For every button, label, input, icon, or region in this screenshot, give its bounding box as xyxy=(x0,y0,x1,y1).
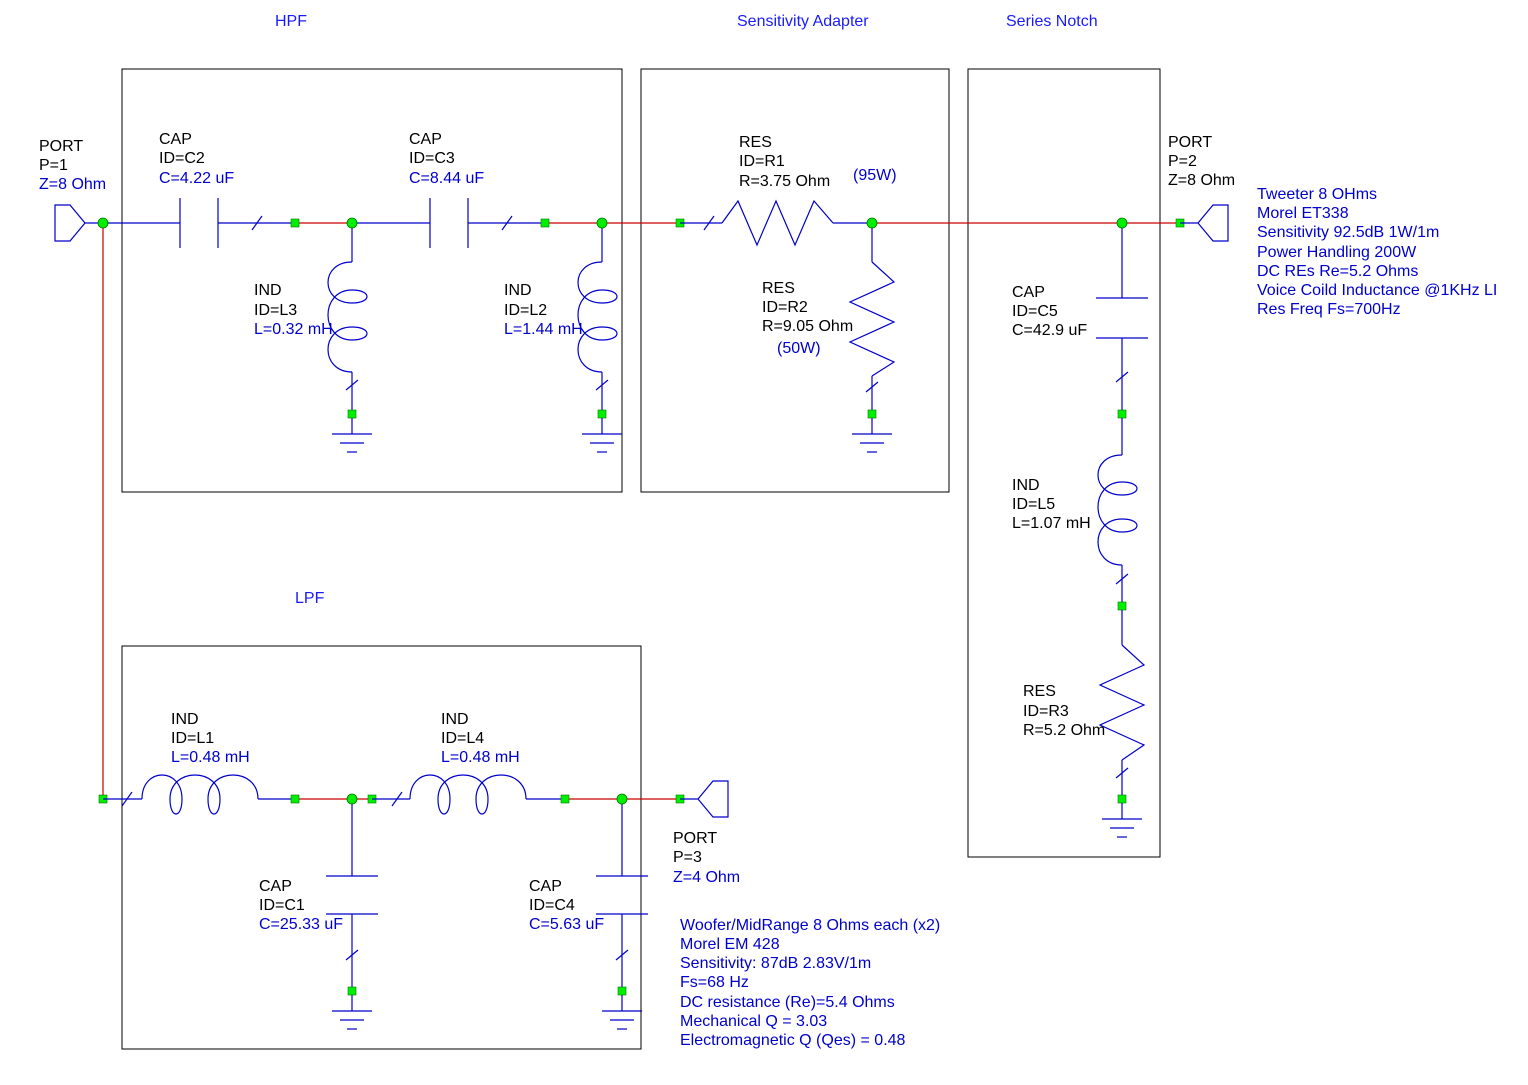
connection-wires xyxy=(102,222,1180,800)
svg-text:Mechanical Q = 3.03: Mechanical Q = 3.03 xyxy=(680,1013,827,1030)
svg-text:CAP: CAP xyxy=(159,131,192,148)
section-title-lpf: LPF xyxy=(295,590,325,607)
svg-text:ID=C2: ID=C2 xyxy=(159,150,205,167)
svg-text:Woofer/MidRange 8 Ohms each (x: Woofer/MidRange 8 Ohms each (x2) xyxy=(680,917,940,934)
svg-text:CAP: CAP xyxy=(259,878,292,895)
svg-text:ID=L1: ID=L1 xyxy=(171,730,214,747)
svg-text:Sensitivity 92.5dB 1W/1m: Sensitivity 92.5dB 1W/1m xyxy=(1257,224,1439,241)
svg-text:ID=L4: ID=L4 xyxy=(441,730,484,747)
svg-text:Res Freq Fs=700Hz: Res Freq Fs=700Hz xyxy=(1257,301,1401,318)
svg-text:L=1.44 mH: L=1.44 mH xyxy=(504,321,583,338)
svg-text:IND: IND xyxy=(441,711,469,728)
svg-text:DC resistance (Re)=5.4 Ohms: DC resistance (Re)=5.4 Ohms xyxy=(680,994,895,1011)
capacitor-c2[interactable]: CAP ID=C2 C=4.22 uF xyxy=(103,131,300,248)
svg-text:RES: RES xyxy=(1023,683,1056,700)
svg-text:Z=4 Ohm: Z=4 Ohm xyxy=(673,869,740,886)
svg-text:ID=R3: ID=R3 xyxy=(1023,703,1069,720)
svg-text:Power Handling 200W: Power Handling 200W xyxy=(1257,244,1417,261)
svg-text:L=1.07 mH: L=1.07 mH xyxy=(1012,515,1091,532)
inductor-l5[interactable]: IND ID=L5 L=1.07 mH xyxy=(1012,418,1138,611)
section-title-hpf: HPF xyxy=(275,13,307,30)
svg-text:IND: IND xyxy=(1012,477,1040,494)
port-3[interactable]: PORT P=3 Z=4 Ohm xyxy=(673,780,740,886)
ground-symbol xyxy=(582,418,622,453)
svg-text:Sensitivity: 87dB 2.83V/1m: Sensitivity: 87dB 2.83V/1m xyxy=(680,955,871,972)
resistor-r3[interactable]: RES ID=R3 R=5.2 Ohm xyxy=(1023,610,1146,804)
svg-text:ID=L3: ID=L3 xyxy=(254,302,297,319)
svg-text:(50W): (50W) xyxy=(777,340,821,357)
svg-text:R=3.75 Ohm: R=3.75 Ohm xyxy=(739,173,830,190)
svg-text:Electromagnetic Q (Qes) = 0.48: Electromagnetic Q (Qes) = 0.48 xyxy=(680,1032,906,1049)
section-title-series-notch: Series Notch xyxy=(1006,13,1098,30)
ground-symbol xyxy=(852,418,892,453)
notch-box xyxy=(967,68,1161,858)
svg-text:CAP: CAP xyxy=(1012,284,1045,301)
svg-text:ID=L5: ID=L5 xyxy=(1012,496,1055,513)
capacitor-c5[interactable]: CAP ID=C5 C=42.9 uF xyxy=(1012,223,1148,419)
inductor-l3[interactable]: IND ID=L3 L=0.32 mH xyxy=(254,223,368,419)
resistor-r1[interactable]: RES ID=R1 R=3.75 Ohm (95W) xyxy=(675,134,897,247)
svg-text:C=42.9 uF: C=42.9 uF xyxy=(1012,322,1087,339)
svg-text:P=3: P=3 xyxy=(673,849,702,866)
sensitivity-box xyxy=(640,68,950,493)
capacitor-c1[interactable]: CAP ID=C1 C=25.33 uF xyxy=(259,799,378,996)
svg-text:Z=8 Ohm: Z=8 Ohm xyxy=(1168,172,1235,189)
svg-text:Voice Coild Inductance @1KHz: Voice Coild Inductance @1KHz LI xyxy=(1257,282,1497,299)
svg-text:Morel EM 428: Morel EM 428 xyxy=(680,936,780,953)
svg-text:Z=8 Ohm: Z=8 Ohm xyxy=(39,176,106,193)
svg-text:RES: RES xyxy=(762,280,795,297)
svg-text:DC REs Re=5.2 Ohms: DC REs Re=5.2 Ohms xyxy=(1257,263,1418,280)
section-title-sensitivity-adapter: Sensitivity Adapter xyxy=(737,13,869,30)
lpf-box xyxy=(121,645,642,1050)
svg-text:ID=C3: ID=C3 xyxy=(409,150,455,167)
inductor-l4[interactable]: IND ID=L4 L=0.48 mH xyxy=(367,711,570,815)
svg-text:P=2: P=2 xyxy=(1168,153,1197,170)
inductor-l2[interactable]: IND ID=L2 L=1.44 mH xyxy=(504,223,618,419)
hpf-box xyxy=(121,68,623,493)
svg-text:ID=C1: ID=C1 xyxy=(259,897,305,914)
ground-symbol xyxy=(332,418,372,453)
svg-text:L=0.32 mH: L=0.32 mH xyxy=(254,321,333,338)
capacitor-c3[interactable]: CAP ID=C3 C=8.44 uF xyxy=(352,131,550,248)
svg-text:Fs=68 Hz: Fs=68 Hz xyxy=(680,974,749,991)
svg-text:IND: IND xyxy=(171,711,199,728)
svg-text:P=1: P=1 xyxy=(39,157,68,174)
capacitor-c4[interactable]: CAP ID=C4 C=5.63 uF xyxy=(529,799,648,996)
resistor-r2[interactable]: RES ID=R2 R=9.05 Ohm (50W) xyxy=(762,223,896,419)
svg-text:PORT: PORT xyxy=(39,138,83,155)
svg-text:CAP: CAP xyxy=(529,878,562,895)
svg-text:L=0.48 mH: L=0.48 mH xyxy=(171,749,250,766)
svg-text:C=5.63 uF: C=5.63 uF xyxy=(529,916,604,933)
inductor-l1[interactable]: IND ID=L1 L=0.48 mH xyxy=(98,711,300,815)
svg-text:PORT: PORT xyxy=(673,830,717,847)
port-2[interactable]: PORT P=2 Z=8 Ohm xyxy=(1168,134,1235,242)
svg-text:ID=L2: ID=L2 xyxy=(504,302,547,319)
svg-text:C=8.44 uF: C=8.44 uF xyxy=(409,170,484,187)
svg-text:L=0.48 mH: L=0.48 mH xyxy=(441,749,520,766)
svg-text:Tweeter 8 OHms: Tweeter 8 OHms xyxy=(1257,186,1377,203)
svg-text:R=5.2 Ohm: R=5.2 Ohm xyxy=(1023,722,1105,739)
ground-symbol xyxy=(1102,803,1142,838)
svg-text:IND: IND xyxy=(254,282,282,299)
svg-text:R=9.05 Ohm: R=9.05 Ohm xyxy=(762,318,853,335)
svg-text:C=25.33 uF: C=25.33 uF xyxy=(259,916,343,933)
svg-text:IND: IND xyxy=(504,282,532,299)
junction-nodes xyxy=(97,217,1128,805)
svg-text:CAP: CAP xyxy=(409,131,442,148)
ground-symbol xyxy=(602,995,642,1030)
svg-text:ID=R2: ID=R2 xyxy=(762,299,808,316)
svg-text:ID=R1: ID=R1 xyxy=(739,153,785,170)
svg-text:(95W): (95W) xyxy=(853,167,897,184)
svg-text:ID=C4: ID=C4 xyxy=(529,897,575,914)
svg-text:RES: RES xyxy=(739,134,772,151)
svg-text:Morel ET338: Morel ET338 xyxy=(1257,205,1349,222)
svg-text:PORT: PORT xyxy=(1168,134,1212,151)
woofer-notes: Woofer/MidRange 8 Ohms each (x2) Morel E… xyxy=(680,917,940,1049)
tweeter-notes: Tweeter 8 OHms Morel ET338 Sensitivity 9… xyxy=(1257,186,1497,318)
port-1[interactable]: PORT P=1 Z=8 Ohm xyxy=(39,138,106,242)
svg-text:C=4.22 uF: C=4.22 uF xyxy=(159,170,234,187)
ground-symbol xyxy=(332,995,372,1030)
svg-text:ID=C5: ID=C5 xyxy=(1012,303,1058,320)
